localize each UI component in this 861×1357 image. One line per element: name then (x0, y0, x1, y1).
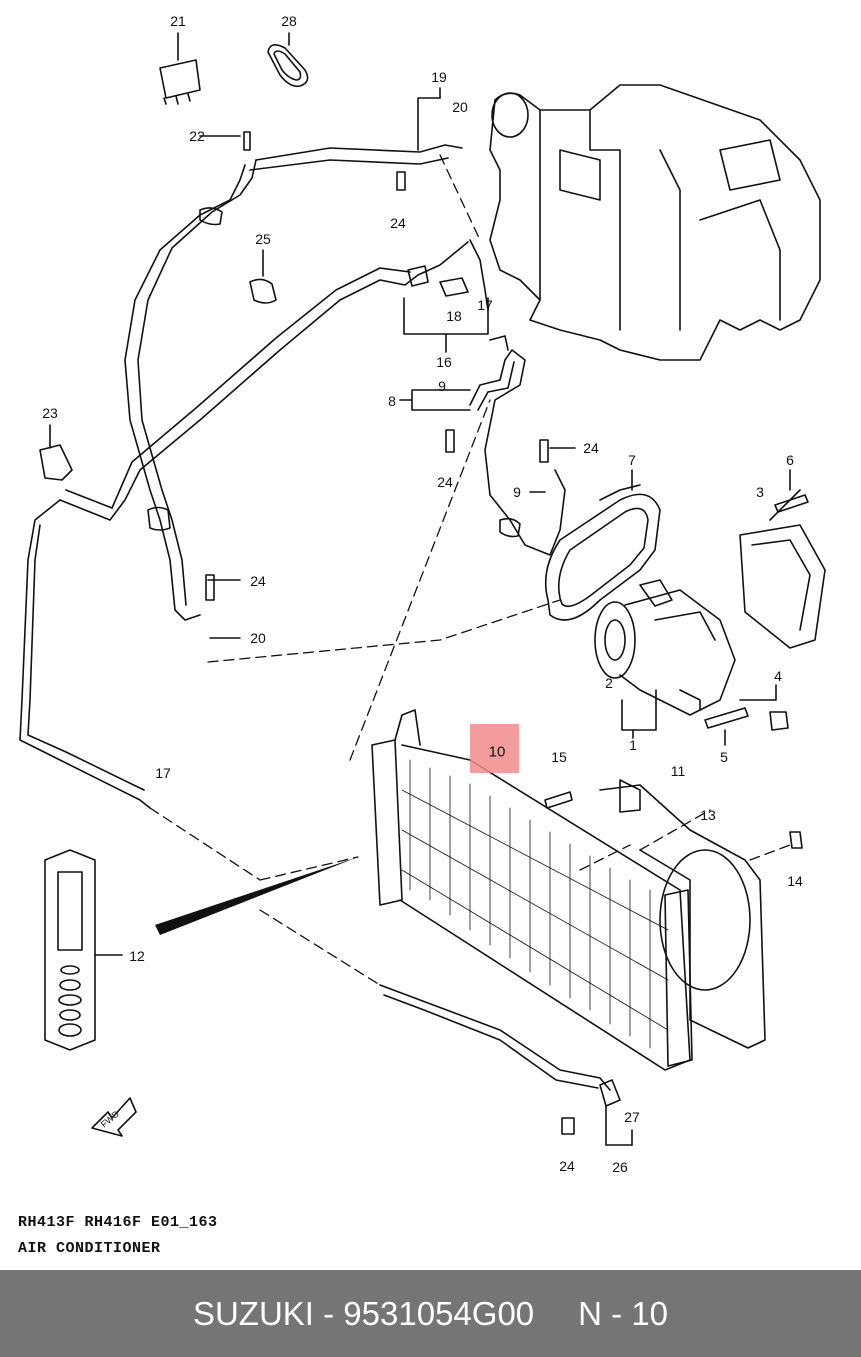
footer-bar: SUZUKI - 9531054G00 N - 10 (0, 1270, 861, 1357)
highlight-box (470, 724, 519, 773)
parts-diagram: FWD (19, 32, 826, 1146)
callout-4[interactable]: 4 (774, 668, 782, 684)
callout-22[interactable]: 22 (189, 128, 205, 144)
condenser-part (371, 709, 693, 1071)
compressor-part (594, 579, 736, 716)
callout-13[interactable]: 13 (700, 807, 716, 823)
callout-24[interactable]: 24 (390, 215, 406, 231)
callout-11[interactable]: 11 (670, 763, 686, 779)
callout-12[interactable]: 12 (129, 948, 145, 964)
pointer-wedge (155, 857, 358, 935)
model-caption: RH413F RH416F E01_163 (18, 1214, 218, 1231)
relay-part (159, 32, 201, 105)
fan-shroud-part (599, 779, 766, 1049)
pressure-switch-part (403, 265, 489, 353)
callout-24[interactable]: 24 (583, 440, 599, 456)
callout-21[interactable]: 21 (170, 13, 186, 29)
callout-23[interactable]: 23 (42, 405, 58, 421)
callout-7[interactable]: 7 (628, 452, 636, 468)
bracket-part (739, 489, 826, 649)
liquid-pipe (469, 335, 566, 556)
receiver-drier-part (44, 849, 123, 1051)
drive-belt (544, 484, 661, 621)
section-caption: AIR CONDITIONER (18, 1240, 161, 1257)
suction-hose (124, 144, 463, 621)
callout-1[interactable]: 1 (629, 737, 637, 753)
index-label: N - 10 (578, 1294, 669, 1332)
callout-28[interactable]: 28 (281, 13, 297, 29)
callout-15[interactable]: 15 (551, 749, 567, 765)
gasket-part (267, 32, 309, 88)
callout-3[interactable]: 3 (756, 484, 764, 500)
callout-2[interactable]: 2 (605, 675, 613, 691)
part-number-label: SUZUKI - 9531054G00 (192, 1294, 535, 1332)
hvac-unit (489, 84, 821, 361)
leader-lines (149, 154, 791, 986)
label-brackets (199, 87, 791, 746)
highlighted-part-number[interactable]: 10 (488, 743, 506, 761)
callout-24[interactable]: 24 (559, 1158, 575, 1174)
callout-14[interactable]: 14 (787, 873, 803, 889)
callout-9[interactable]: 9 (438, 378, 446, 394)
callout-25[interactable]: 25 (255, 231, 271, 247)
clip-part (39, 249, 277, 481)
callout-26[interactable]: 26 (612, 1159, 628, 1175)
lower-pipe (379, 984, 633, 1146)
callout-17[interactable]: 17 (155, 765, 171, 781)
callout-18[interactable]: 18 (446, 308, 462, 324)
callout-5[interactable]: 5 (720, 749, 728, 765)
callout-24[interactable]: 24 (437, 474, 453, 490)
bolt-parts (205, 131, 809, 1135)
callout-8[interactable]: 8 (388, 393, 396, 409)
callout-20[interactable]: 20 (452, 99, 468, 115)
callout-16[interactable]: 16 (436, 354, 452, 370)
callout-24[interactable]: 24 (250, 573, 266, 589)
pressure-hose (19, 239, 489, 809)
callout-9[interactable]: 9 (513, 484, 521, 500)
callout-17[interactable]: 17 (477, 297, 493, 313)
fwd-arrow-icon (91, 1097, 137, 1137)
callout-19[interactable]: 19 (431, 69, 447, 85)
callout-20[interactable]: 20 (250, 630, 266, 646)
callout-6[interactable]: 6 (786, 452, 794, 468)
callout-27[interactable]: 27 (624, 1109, 640, 1125)
